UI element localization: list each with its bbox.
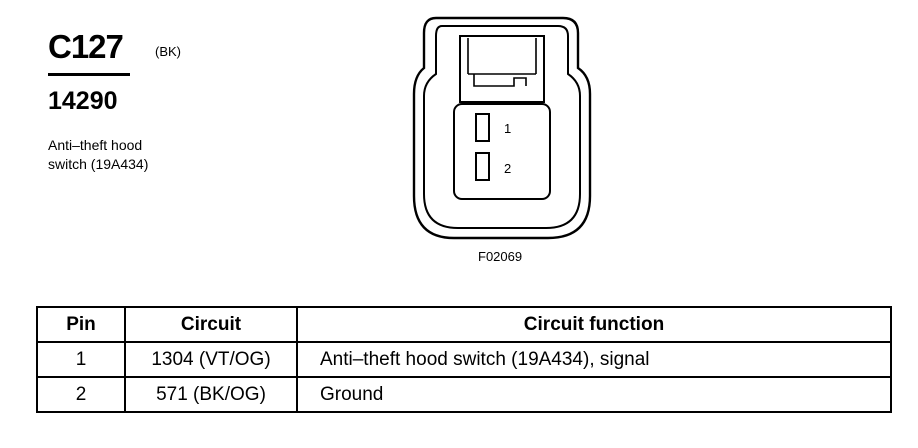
locking-tab	[459, 35, 545, 103]
connector-face-diagram: 1 2	[412, 16, 592, 240]
cell-pin: 1	[36, 341, 126, 378]
cell-circuit: 1304 (VT/OG)	[124, 341, 298, 378]
connector-outer-shroud	[412, 16, 592, 240]
pin-1-terminal	[475, 113, 490, 142]
pin-table-header-row: Pin Circuit Circuit function	[36, 306, 892, 343]
cell-pin: 2	[36, 376, 126, 413]
connector-color: (BK)	[155, 44, 181, 59]
cell-circuit: 571 (BK/OG)	[124, 376, 298, 413]
pin-1-label: 1	[504, 121, 511, 136]
table-row: 1 1304 (VT/OG) Anti–theft hood switch (1…	[36, 341, 892, 378]
part-number: 14290	[48, 87, 118, 115]
connector-id: C127	[48, 28, 124, 65]
figure-code: F02069	[478, 249, 523, 264]
terminal-cavity	[453, 103, 551, 200]
header-pin: Pin	[36, 306, 126, 343]
pin-2-label: 2	[504, 161, 511, 176]
header-circuit-function: Circuit function	[296, 306, 892, 343]
pin-2-terminal	[475, 152, 490, 181]
cell-circuit-function: Ground	[296, 376, 892, 413]
pin-table: Pin Circuit Circuit function 1 1304 (VT/…	[36, 306, 892, 413]
connector-description: Anti–theft hood switch (19A434)	[48, 136, 228, 174]
cell-circuit-function: Anti–theft hood switch (19A434), signal	[296, 341, 892, 378]
connector-id-underline	[48, 73, 130, 76]
connector-inner-shroud	[423, 25, 581, 229]
locking-latch	[473, 74, 527, 87]
locking-tab-inner	[467, 38, 537, 75]
description-line-1: Anti–theft hood	[48, 137, 143, 153]
description-line-2: switch (19A434)	[48, 156, 149, 172]
table-row: 2 571 (BK/OG) Ground	[36, 376, 892, 413]
header-circuit: Circuit	[124, 306, 298, 343]
